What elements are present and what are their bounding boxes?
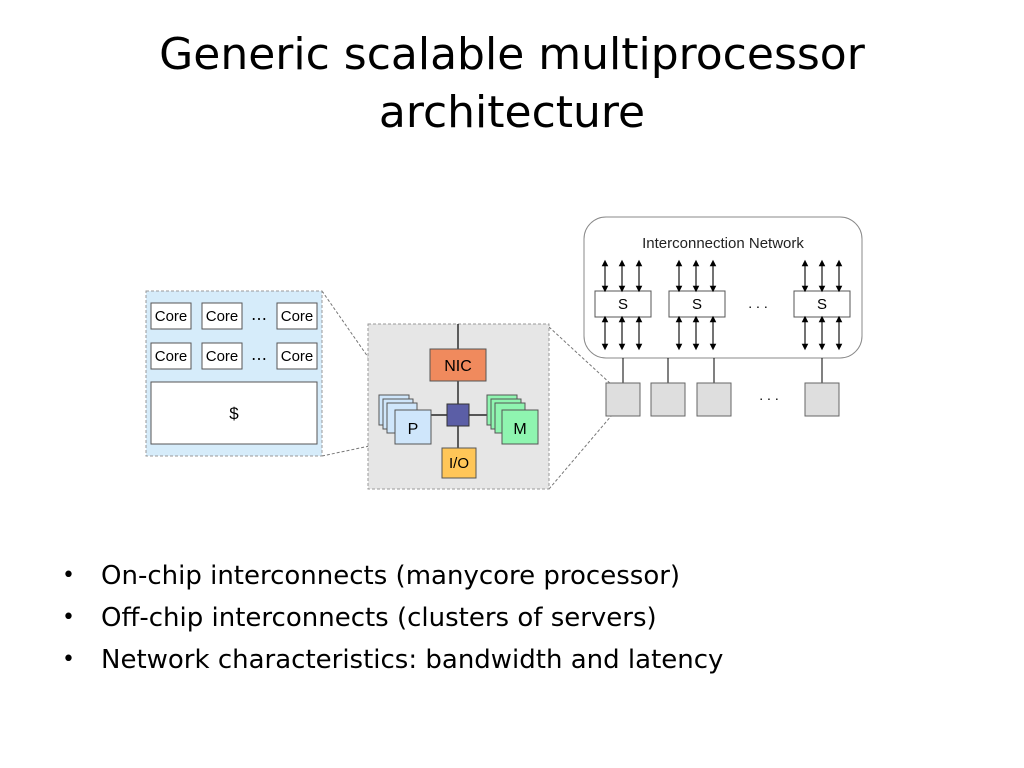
nic-box bbox=[429, 348, 487, 382]
nic-label: NIC bbox=[444, 358, 472, 375]
cluster-node bbox=[696, 382, 732, 417]
core-row-2: Core Core … Core bbox=[150, 342, 318, 370]
cluster-node bbox=[804, 382, 840, 417]
core-box: Core bbox=[155, 348, 188, 365]
core-box: Core bbox=[281, 348, 314, 365]
switch-label: S bbox=[618, 296, 628, 313]
network-arrows bbox=[601, 259, 843, 351]
slide-title: Generic scalable multiprocessor architec… bbox=[0, 26, 1024, 142]
core-ellipsis: … bbox=[251, 305, 267, 324]
cluster-node bbox=[650, 382, 686, 417]
core-box: Core bbox=[281, 308, 314, 325]
interconnection-network: Interconnection Network S S . . . S bbox=[583, 216, 863, 383]
bullet-item: •On-chip interconnects (manycore process… bbox=[62, 561, 681, 591]
bullet-list: •On-chip interconnects (manycore process… bbox=[60, 557, 723, 683]
switch-label: S bbox=[817, 296, 827, 313]
title-line-1: Generic scalable multiprocessor bbox=[159, 29, 865, 80]
title-line-2: architecture bbox=[378, 87, 646, 138]
processor-stack: P bbox=[378, 394, 432, 445]
cache-label: $ bbox=[229, 404, 239, 423]
core-box: Core bbox=[155, 308, 188, 325]
bullet-item: •Off-chip interconnects (clusters of ser… bbox=[62, 603, 657, 633]
node-ellipsis: . . . bbox=[759, 387, 778, 403]
manycore-chip: Core Core … Core Core Core … Core $ bbox=[145, 290, 323, 457]
bullet-text: Off-chip interconnects (clusters of serv… bbox=[101, 603, 657, 633]
memory-label: M bbox=[513, 421, 526, 438]
compute-node: NIC P M I/O bbox=[367, 323, 550, 490]
hub-square bbox=[446, 403, 470, 427]
switch-3: S bbox=[793, 290, 851, 318]
core-ellipsis: … bbox=[251, 345, 267, 364]
processor-label: P bbox=[408, 421, 419, 438]
switch-label: S bbox=[692, 296, 702, 313]
cluster-nodes: . . . bbox=[605, 382, 840, 417]
core-box: Core bbox=[206, 348, 239, 365]
network-label: Interconnection Network bbox=[642, 235, 804, 252]
memory-stack: M bbox=[486, 394, 539, 445]
bullet-text: On-chip interconnects (manycore processo… bbox=[101, 561, 681, 591]
bullet-item: •Network characteristics: bandwidth and … bbox=[62, 645, 724, 675]
cluster-node bbox=[605, 382, 641, 417]
switch-2: S bbox=[668, 290, 726, 318]
switch-1: S bbox=[594, 290, 652, 318]
cache-box bbox=[150, 381, 318, 445]
core-row-1: Core Core … Core bbox=[150, 302, 318, 330]
core-box: Core bbox=[206, 308, 239, 325]
io-box bbox=[441, 447, 477, 479]
io-label: I/O bbox=[449, 455, 469, 472]
switch-ellipsis: . . . bbox=[748, 295, 767, 311]
bullet-text: Network characteristics: bandwidth and l… bbox=[101, 645, 724, 675]
